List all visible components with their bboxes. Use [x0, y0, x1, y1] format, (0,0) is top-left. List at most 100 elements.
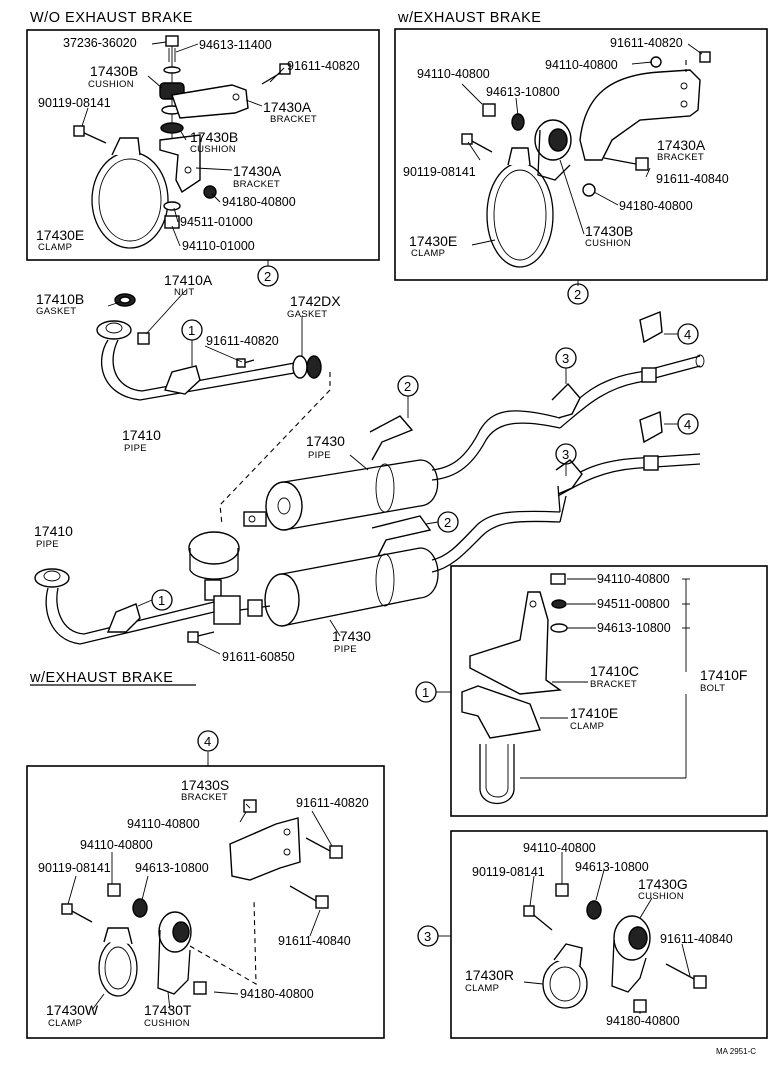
box-detail-3: 3 94110-40800 90119-08141 94613-10800 17… [417, 830, 768, 1039]
dashed-connection [219, 372, 331, 526]
label-91611-60850: 91611-60850 [222, 650, 295, 664]
label-94110-40800-b: 94110-40800 [80, 838, 153, 852]
svg-text:3: 3 [562, 447, 569, 462]
label-17410: 17410 [122, 427, 161, 443]
muffler-upper-body [283, 459, 439, 531]
sub-pipe-4: PIPE [334, 644, 357, 655]
label-17430r: 17430R [465, 967, 514, 983]
clamp-17430e [486, 162, 554, 268]
sub-cushion-2: CUSHION [190, 144, 236, 155]
label-94511-00800: 94511-00800 [597, 597, 670, 611]
box-frame [394, 28, 768, 281]
svg-text:2: 2 [574, 287, 581, 302]
label-94613-10800: 94613-10800 [575, 860, 649, 874]
sub-cushion: CUSHION [585, 238, 631, 249]
tail-pipe-upper [431, 410, 561, 471]
label-17430a-2: 17430A [233, 163, 282, 179]
header-w-exhaust-brake-top: w/EXHAUST BRAKE [397, 10, 541, 26]
flange-lower [34, 568, 70, 588]
box-detail-4: 4 17430S BRACKET 91611-40820 94110-40800… [26, 730, 385, 1039]
label-94110-40800-a: 94110-40800 [545, 58, 618, 72]
u-bolt [479, 744, 515, 804]
sub-clamp: CLAMP [570, 721, 604, 732]
header-wo-exhaust-brake: W/O EXHAUST BRAKE [30, 10, 193, 26]
sub-clamp: CLAMP [465, 983, 499, 994]
label-17410b: 17410B [36, 291, 84, 307]
footer-code: MA 2951-C [716, 1047, 756, 1056]
flange-upper [96, 320, 132, 340]
clamp-ring [91, 151, 169, 249]
callout-3-b [555, 443, 577, 465]
sub-cushion: CUSHION [88, 79, 134, 90]
sub-bolt: BOLT [700, 683, 725, 694]
sub-pipe-2: PIPE [308, 450, 331, 461]
label-17430a: 17430A [263, 99, 312, 115]
box-w-exhaust-brake: 91611-40820 94110-40800 94110-40800 9461… [394, 28, 768, 305]
label-91611-40840: 91611-40840 [278, 934, 351, 948]
callout-1-b [151, 589, 173, 611]
label-94613-10800: 94613-10800 [597, 621, 671, 635]
svg-text:3: 3 [562, 351, 569, 366]
label-17430e: 17430E [36, 227, 84, 243]
front-pipe-upper [100, 339, 301, 401]
label-17410f: 17410F [700, 667, 747, 683]
label-17430b: 17430B [585, 223, 633, 239]
sub-cushion: CUSHION [638, 891, 684, 902]
sub-cushion: CUSHION [144, 1018, 190, 1029]
sub-pipe: PIPE [124, 443, 147, 454]
label-94110-01000: 94110-01000 [182, 239, 255, 253]
bracket-upper-pipe [164, 365, 201, 395]
muffler-upper-end [265, 481, 303, 531]
label-94110-40800-a: 94110-40800 [127, 817, 200, 831]
sub-bracket: BRACKET [590, 679, 637, 690]
label-94110-40800: 94110-40800 [523, 841, 596, 855]
sub-clamp: CLAMP [48, 1018, 82, 1029]
svg-text:4: 4 [204, 734, 211, 749]
sub-gasket: GASKET [36, 306, 76, 317]
box-detail-1: 94110-40800 94511-00800 94613-10800 1741… [415, 565, 768, 817]
muffler-lower-end [264, 573, 300, 627]
sub-clamp: CLAMP [411, 248, 445, 259]
label-90119-08141: 90119-08141 [38, 96, 111, 110]
label-17430s: 17430S [181, 777, 229, 793]
svg-text:2: 2 [404, 379, 411, 394]
label-17430t: 17430T [144, 1002, 192, 1018]
callout-4-b [677, 413, 699, 435]
cushion-lower [160, 122, 184, 134]
bracket-17410c [469, 591, 562, 695]
label-94613-10800: 94613-10800 [486, 85, 560, 99]
svg-text:1: 1 [158, 593, 165, 608]
label-94180-40800: 94180-40800 [606, 1014, 680, 1028]
header-w-exhaust-brake-mid: w/EXHAUST BRAKE [29, 670, 173, 686]
label-94180-40800: 94180-40800 [240, 987, 314, 1001]
svg-text:1: 1 [422, 685, 429, 700]
svg-text:2: 2 [444, 515, 451, 530]
sub-pipe-3: PIPE [36, 539, 59, 550]
label-17430w: 17430W [46, 1002, 99, 1018]
label-17410c: 17410C [590, 663, 639, 679]
label-17410-2: 17410 [34, 523, 73, 539]
callout-3-a [555, 347, 577, 369]
clamp-17410e [461, 685, 541, 739]
nut-17410a [137, 332, 150, 345]
callout-2-c [397, 375, 419, 397]
gasket-1742dx [292, 355, 308, 379]
label-94180-40800: 94180-40800 [619, 199, 693, 213]
label-17430e: 17430E [409, 233, 457, 249]
sub-bracket: BRACKET [657, 152, 704, 163]
label-94511-01000: 94511-01000 [180, 215, 253, 229]
label-17430b-2: 17430B [190, 129, 238, 145]
sub-bracket: BRACKET [270, 114, 317, 125]
callout-2-b [567, 283, 589, 305]
label-94180-40800: 94180-40800 [222, 195, 296, 209]
sub-clamp: CLAMP [38, 242, 72, 253]
svg-text:3: 3 [424, 929, 431, 944]
label-17430a: 17430A [657, 137, 706, 153]
box-frame [26, 765, 385, 1039]
label-17430-2: 17430 [332, 628, 371, 644]
bracket-17430a [579, 69, 701, 161]
svg-text:2: 2 [264, 269, 271, 284]
bracket-17430s [229, 817, 301, 881]
label-90119-08141: 90119-08141 [472, 865, 545, 879]
